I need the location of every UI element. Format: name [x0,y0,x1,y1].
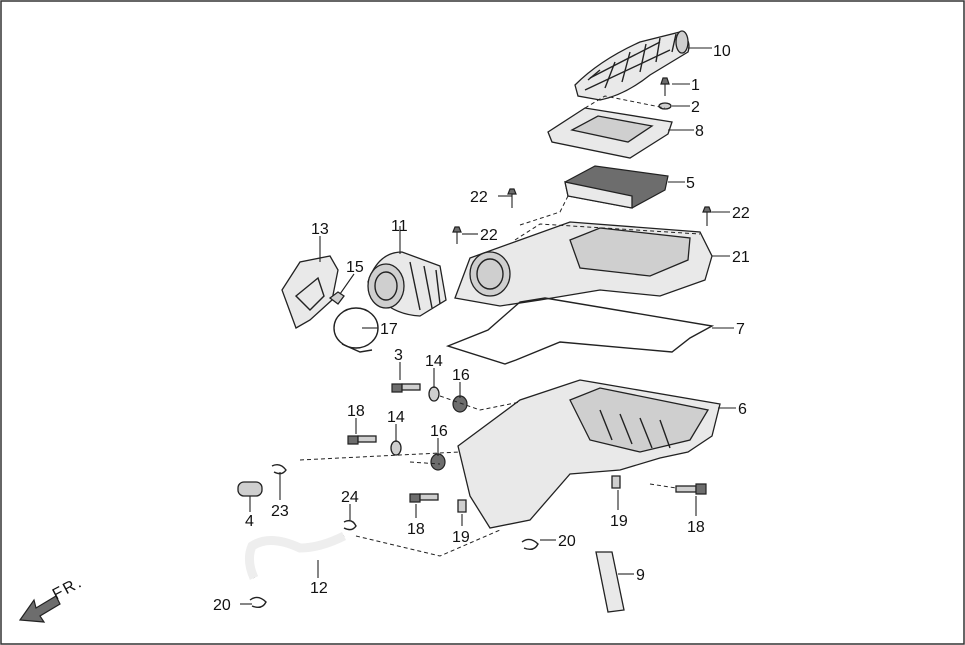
callout-21: 21 [732,249,750,266]
callout-15: 15 [346,259,364,276]
part-2-washer [658,102,672,110]
callout-14-upper: 14 [425,353,443,370]
part-22-bolts [452,188,712,244]
callout-3: 3 [394,347,403,364]
callout-8: 8 [695,123,704,140]
callout-13: 13 [311,221,329,238]
callout-10: 10 [713,43,731,60]
part-17-band [333,307,379,353]
part-5-filter-element [519,165,669,226]
part-21-upper-case [454,221,713,307]
callout-24: 24 [341,489,359,506]
part-10-intake-duct [574,30,690,101]
callout-16-upper: 16 [452,367,470,384]
callout-23: 23 [271,503,289,520]
direction-label: FR. [50,574,86,604]
part-8-cleaner-cover [547,95,673,159]
callout-7: 7 [736,321,745,338]
callout-14-lower: 14 [387,409,405,426]
callout-18-upper: 18 [347,403,365,420]
part-6-lower-case [457,379,721,529]
part-1-screw [660,77,670,96]
callout-5: 5 [686,175,695,192]
callout-1: 1 [691,77,700,94]
callout-4: 4 [245,513,254,530]
hardware-group [299,383,707,513]
callout-9: 9 [636,567,645,584]
callout-22-right: 22 [732,205,750,222]
callout-2: 2 [691,99,700,116]
callout-18-right: 18 [687,519,705,536]
part-4-plug [237,481,263,497]
callout-11: 11 [391,218,408,235]
part-24-clamp [343,519,357,531]
callout-16-lower: 16 [430,423,448,440]
callout-22-left: 22 [480,227,498,244]
dashed-link-hose [355,529,501,557]
callout-20-right: 20 [558,533,576,550]
part-23-clamp [271,463,287,475]
callout-19-left: 19 [452,529,470,546]
callout-19-right: 19 [610,513,628,530]
part-20-clamp-a [249,596,267,609]
callout-22-upper: 22 [470,189,488,206]
part-7-gasket [445,297,715,365]
callout-20-left: 20 [213,597,231,614]
part-9-drain-tube [595,551,625,613]
part-15-clip [328,291,345,305]
part-20-clamp-b [521,538,539,551]
direction-arrow-icon [18,595,61,623]
callout-17: 17 [380,321,398,338]
callout-6: 6 [738,401,747,418]
callout-18-lower: 18 [407,521,425,538]
callout-12: 12 [310,580,328,597]
part-13-bracket [281,255,339,329]
part-12-hose [244,531,347,580]
leader-lines [240,47,736,605]
part-11-inlet-tube [367,251,447,317]
